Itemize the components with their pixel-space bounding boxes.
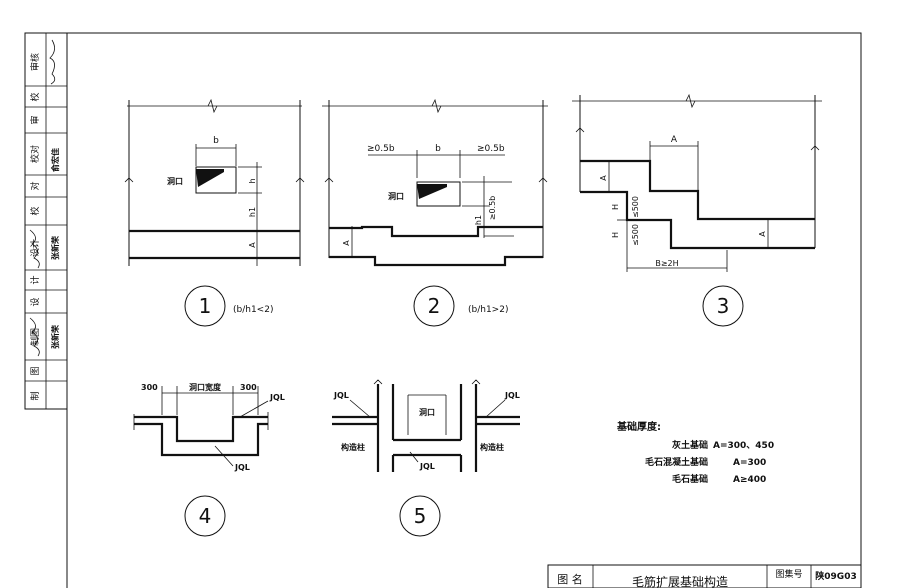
- diagram-number-2: 2: [428, 294, 441, 318]
- diagram-3: A A H ≤500 H ≤500 A B≥2H 3: [572, 93, 822, 327]
- drawing-frame: [66, 32, 862, 588]
- sidebar-cell-figure: 图: [30, 366, 41, 375]
- diagram-4: 300 洞口宽度 300 JQL JQL 4: [133, 382, 285, 537]
- dim-h-1: h: [248, 178, 257, 183]
- dim-h1-2: h1: [474, 215, 483, 225]
- opening-rect-1: [195, 166, 237, 194]
- sidebar-cell-verify: 校: [29, 206, 41, 215]
- diagram-number-circle-4: [184, 495, 226, 537]
- dim-h-2: ≥0.5b: [488, 196, 497, 221]
- diagram-1: b h h1 A 洞口 1 (b/h1<2): [124, 98, 305, 327]
- sidebar-name-3: 张新荣: [50, 325, 60, 349]
- jql-right-label-5: JQL: [504, 391, 520, 400]
- diagram-number-5: 5: [414, 504, 427, 528]
- sidebar-cell-review: 审核: [29, 53, 41, 71]
- sidebar-cell-design: 设计: [29, 239, 41, 257]
- sidebar-name-2: 张新荣: [50, 236, 60, 260]
- title-name-label: 图 名: [557, 572, 583, 586]
- dim-300-left-4: 300: [141, 383, 158, 392]
- column-left-label-5: 构造柱: [341, 442, 365, 452]
- step-top-3: [580, 159, 815, 221]
- dim-A-2: A: [342, 240, 351, 246]
- column-right-label-5: 构造柱: [480, 442, 504, 452]
- dim-B-3: B≥2H: [655, 259, 678, 268]
- signature-3: [29, 317, 40, 357]
- dim-h1-1: h1: [248, 207, 257, 217]
- opening-label-2: 洞口: [388, 191, 404, 201]
- lintel-wedge-2: [417, 184, 447, 199]
- opening-rect-2: [416, 181, 461, 207]
- dim-H2-3: H: [611, 232, 620, 238]
- set-label: 图集号: [775, 568, 802, 580]
- note-value-2: A=300: [733, 458, 766, 468]
- beam-bottom-4: [134, 422, 268, 457]
- diagram-2: ≥0.5b b ≥0.5b 洞口 ≥0.5b h1 A 2 (b/h1>2): [322, 98, 548, 327]
- drawing-title: 毛筋扩展基础构造: [632, 574, 728, 588]
- note-label-1: 灰土基础: [672, 439, 708, 451]
- dim-left-2: ≥0.5b: [367, 144, 395, 154]
- dim-300-right-4: 300: [240, 383, 257, 392]
- sidebar-cell-drawing: 制图: [29, 328, 41, 346]
- diagram-number-circle-5: [399, 495, 441, 537]
- jql-bottom-label-4: JQL: [234, 463, 250, 472]
- dim-A-right-3: A: [758, 231, 767, 237]
- diagram-number-circle-3: [702, 285, 744, 327]
- diagram-number-4: 4: [199, 504, 212, 528]
- dim-H1-3: H: [611, 204, 620, 210]
- sidebar-cell-proofread: 校对: [29, 145, 41, 163]
- diagram-number-circle-1: [184, 285, 226, 327]
- note-label-2: 毛石混凝土基础: [645, 456, 708, 468]
- sidebar-cell-calc: 计: [29, 275, 41, 284]
- dim-right-2: ≥0.5b: [477, 144, 505, 154]
- title-block: 图 名 毛筋扩展基础构造 图集号 陕09G03: [547, 564, 862, 588]
- opening-label-5: 洞口: [419, 407, 435, 417]
- opening-label-1: 洞口: [167, 176, 183, 186]
- jql-top-label-4: JQL: [269, 393, 285, 402]
- dim-b-1: b: [213, 136, 219, 146]
- sidebar-cell-check: 校: [29, 92, 41, 101]
- dim-A-left-3: A: [599, 175, 608, 181]
- note-value-1: A=300、450: [713, 441, 774, 451]
- diagram-number-3: 3: [717, 294, 730, 318]
- step-bottom-3: [580, 190, 815, 250]
- condition-1: (b/h1<2): [233, 305, 273, 315]
- diagram-5: JQL JQL 洞口 构造柱 构造柱 JQL 5: [332, 379, 520, 537]
- sidebar-cell-set: 设: [30, 297, 41, 306]
- dim-A-top-3: A: [671, 135, 678, 145]
- sidebar-cell-proof: 对: [29, 181, 41, 190]
- diagram-number-circle-2: [413, 285, 455, 327]
- dim-A-1: A: [248, 242, 257, 248]
- lintel-wedge-1: [196, 169, 224, 187]
- revision-sidebar: 审核 校 审 校对 对 校 设计 计 设 制图 图 制 俞宏佳 张新荣 张新荣: [24, 32, 68, 410]
- signature-2: [29, 229, 40, 269]
- signature-1: [49, 39, 56, 85]
- sidebar-cell-approve: 审: [29, 115, 41, 124]
- notes-title: 基础厚度:: [616, 420, 661, 433]
- foundation-notes: 基础厚度: 灰土基础 A=300、450 毛石混凝土基础 A=300 毛石基础 …: [616, 420, 774, 485]
- note-label-3: 毛石基础: [672, 473, 708, 485]
- opening-width-label-4: 洞口宽度: [189, 382, 222, 392]
- stepped-footing-2: [329, 225, 543, 238]
- sidebar-name-1: 俞宏佳: [50, 148, 60, 173]
- note-value-3: A≥400: [733, 475, 766, 485]
- beam-top-4: [134, 415, 268, 443]
- sidebar-cell-make: 制: [29, 391, 41, 400]
- dim-b-2: b: [435, 144, 441, 154]
- condition-2: (b/h1>2): [468, 305, 508, 315]
- dim-H2-limit-3: ≤500: [631, 224, 640, 246]
- jql-left-label-5: JQL: [333, 391, 349, 400]
- set-number: 陕09G03: [815, 570, 856, 582]
- dim-H1-limit-3: ≤500: [631, 196, 640, 218]
- diagram-number-1: 1: [199, 294, 212, 318]
- jql-bottom-label-5: JQL: [419, 462, 435, 471]
